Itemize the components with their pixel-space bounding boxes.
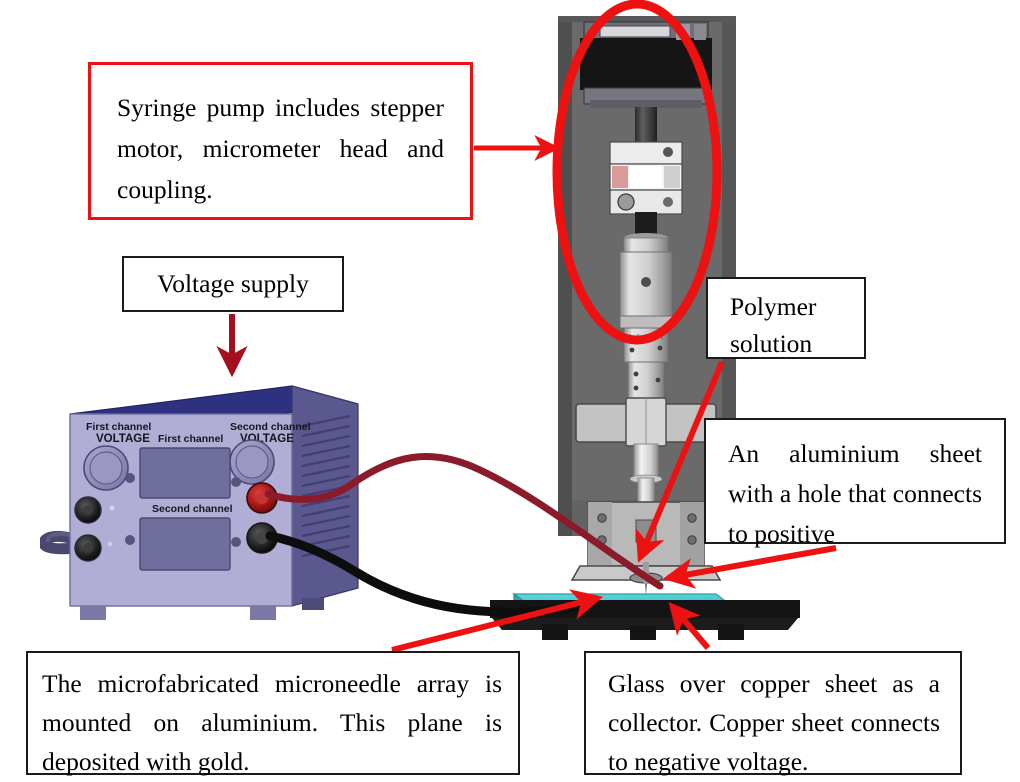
callout-syringe-pump-text: Syringe pump includes stepper motor, mic… — [117, 93, 444, 204]
callout-microneedle-array-text: The microfabricated microneedle array is… — [42, 669, 502, 776]
positive-terminal-red[interactable] — [246, 482, 278, 514]
callout-voltage-supply: Voltage supply — [122, 256, 344, 312]
callout-glass-collector-text: Glass over copper sheet as a collector. … — [608, 669, 940, 776]
second-channel-voltage-knob[interactable] — [229, 439, 275, 485]
callout-glass-collector: Glass over copper sheet as a collector. … — [584, 651, 962, 776]
callout-aluminium-sheet-text: An aluminium sheet with a hole that conn… — [728, 439, 982, 548]
psu-foot-left — [80, 606, 106, 620]
negative-cable-black — [265, 531, 585, 617]
indicator-right-lower — [231, 537, 241, 547]
second-channel-display — [139, 517, 231, 571]
power-cord — [40, 530, 80, 555]
indicator-right-upper — [231, 477, 241, 487]
socket-left-upper[interactable] — [74, 496, 102, 524]
socket-left-lower[interactable] — [74, 534, 102, 562]
screw-lower — [107, 541, 113, 547]
callout-voltage-supply-text: Voltage supply — [157, 269, 309, 298]
psu-label-first-channel-display: First channel — [158, 433, 223, 445]
callout-polymer-solution-text: Polymer solution — [730, 292, 817, 358]
indicator-left-lower — [125, 535, 135, 545]
psu-label-first-channel-voltage-line1: First channel — [86, 421, 151, 433]
callout-polymer-solution: Polymer solution — [706, 277, 866, 359]
callout-syringe-pump: Syringe pump includes stepper motor, mic… — [88, 62, 473, 220]
callout-microneedle-array: The microfabricated microneedle array is… — [26, 651, 520, 776]
voltage-power-supply: First channel VOLTAGE First channel Seco… — [40, 385, 359, 620]
screw-upper — [109, 505, 115, 511]
positive-cable-red — [264, 453, 664, 590]
psu-label-first-channel-voltage-line2: VOLTAGE — [96, 433, 150, 445]
first-channel-display — [139, 447, 231, 499]
indicator-left-upper — [125, 473, 135, 483]
psu-label-second-channel-voltage-line1: Second channel — [230, 421, 311, 433]
callout-aluminium-sheet: An aluminium sheet with a hole that conn… — [704, 418, 1006, 548]
psu-label-second-channel-display: Second channel — [152, 503, 233, 515]
negative-terminal-black[interactable] — [246, 522, 278, 554]
first-channel-voltage-knob[interactable] — [83, 445, 129, 491]
psu-foot-right — [250, 606, 276, 620]
psu-vents — [301, 414, 351, 558]
psu-foot-back — [302, 598, 324, 610]
